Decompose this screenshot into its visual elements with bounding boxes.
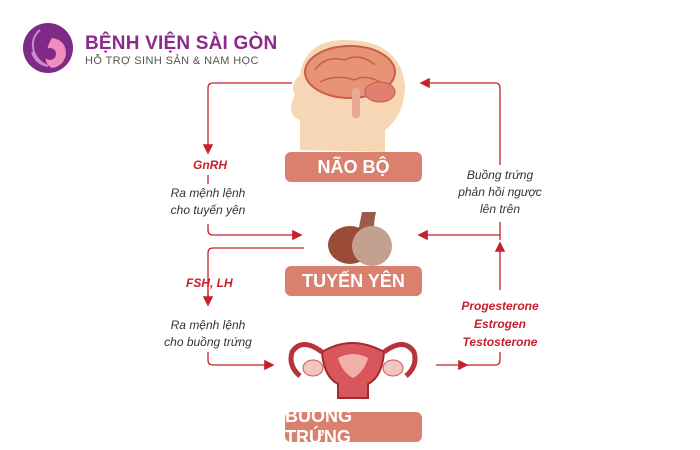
pituitary-icon	[328, 212, 392, 266]
feedback-line: phản hồi ngược	[458, 185, 542, 199]
feedback-text: Buồng trứng phản hồi ngược lên trên	[445, 167, 555, 218]
node-ovary: BUỒNG TRỨNG	[285, 406, 422, 447]
arrow-to-pituitary-right	[417, 229, 501, 241]
arrow-to-brain	[419, 77, 501, 165]
feedback-line: Buồng trứng	[466, 168, 534, 182]
brand-subtitle: HỖ TRỢ SINH SẢN & NAM HỌC	[85, 55, 259, 67]
logo-icon	[23, 23, 73, 73]
brain-icon	[291, 40, 405, 152]
command-line: cho buồng trứng	[164, 335, 252, 349]
arrow-pituitary-down	[202, 247, 304, 307]
command-line: Ra mệnh lệnh	[170, 318, 246, 332]
arrow-brain-down	[202, 82, 292, 155]
brand-title: BỆNH VIỆN SÀI GÒN	[85, 33, 278, 54]
command-ovary: Ra mệnh lệnh cho buồng trứng	[150, 317, 266, 351]
hormone-testosterone: Testosterone	[462, 335, 538, 349]
arrow-to-ovary	[207, 352, 275, 371]
feedback-line: lên trên	[479, 202, 521, 216]
command-pituitary: Ra mệnh lệnh cho tuyến yên	[158, 185, 258, 219]
arrow-to-pituitary	[207, 224, 303, 241]
hormone-gnrh: GnRH	[193, 158, 227, 172]
node-brain: NÃO BỘ	[285, 152, 422, 182]
ovary-hormones: Progesterone Estrogen Testosterone	[450, 297, 550, 351]
arrows	[202, 77, 506, 371]
node-pituitary: TUYẾN YÊN	[285, 266, 422, 296]
hormone-fsh-lh: FSH, LH	[186, 276, 233, 290]
command-line: cho tuyến yên	[170, 203, 246, 217]
command-line: Ra mệnh lệnh	[170, 186, 246, 200]
hormone-estrogen: Estrogen	[473, 317, 526, 331]
hormone-progesterone: Progesterone	[461, 299, 539, 313]
uterus-icon	[288, 342, 418, 399]
